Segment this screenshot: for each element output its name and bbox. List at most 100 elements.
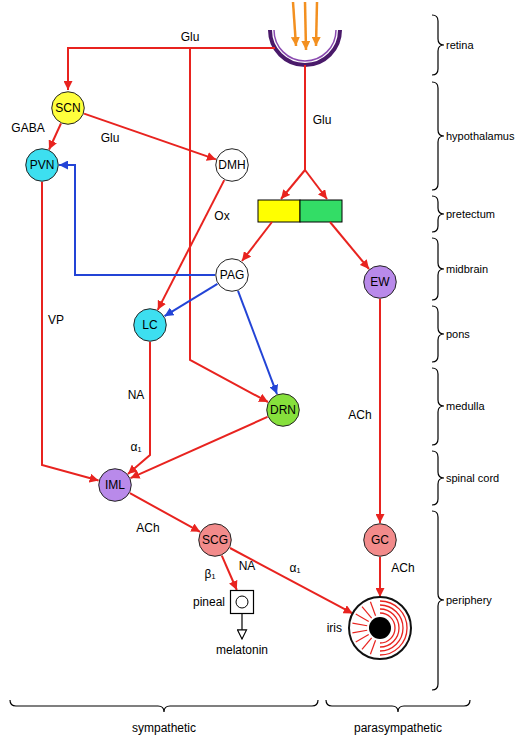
region-label: medulla (446, 399, 485, 413)
brace (432, 306, 444, 362)
pretectum-region (258, 200, 300, 222)
pinealocyte (236, 596, 248, 608)
node-label: LC (133, 308, 167, 342)
node-label: GC (363, 523, 397, 557)
nucleus-node: PVN (25, 148, 59, 182)
connector-group (42, 114, 380, 614)
nucleus-node: PAG (215, 258, 249, 292)
retina-arc (270, 30, 340, 65)
region-label: periphery (446, 593, 492, 607)
nucleus-outline (364, 266, 397, 299)
transmitter-label: Ox (214, 209, 229, 223)
transmitter-label: β₁ (205, 567, 216, 581)
neural-projection (59, 165, 215, 275)
node-label: DRN (266, 393, 300, 427)
retinal-projection (305, 170, 327, 199)
pineal-box (230, 590, 254, 614)
brace (432, 238, 444, 300)
annotation-label: α₁ (131, 440, 142, 454)
brace (432, 15, 444, 75)
dilator-muscle (362, 638, 372, 649)
neural-projection (238, 291, 277, 394)
dilator-muscle (356, 614, 369, 622)
transmitter-label: ACh (348, 408, 371, 422)
nucleus-node: EW (363, 265, 397, 299)
nucleus-outline (267, 394, 300, 427)
brace (10, 700, 318, 712)
retinal-projection (68, 48, 275, 90)
pupil (369, 617, 391, 639)
node-label: SCN (51, 91, 85, 125)
nucleus-outline (364, 524, 397, 557)
transmitter-label: Glu (101, 131, 120, 145)
node-label: IML (98, 468, 132, 502)
region-label: midbrain (446, 262, 488, 276)
neural-projection (158, 180, 224, 310)
neural-projection (42, 182, 99, 481)
annotation-label: NA (239, 559, 256, 573)
nucleus-outline (216, 259, 249, 292)
transmitter-label: ACh (391, 561, 414, 575)
nucleus-outline (199, 524, 232, 557)
neural-projection (230, 548, 353, 613)
annotation-label: melatonin (216, 643, 268, 657)
node-label: SCG (198, 523, 232, 557)
nucleus-outline (216, 149, 249, 182)
neural-projection (49, 123, 61, 149)
neural-projection (84, 114, 216, 160)
retinal-projection (281, 170, 305, 199)
nucleus-node: GC (363, 523, 397, 557)
neural-projection (379, 557, 381, 597)
retina-arc (274, 30, 336, 61)
neural-projection (379, 299, 381, 523)
nucleus-outline (26, 149, 59, 182)
pretectum-region (300, 200, 342, 222)
transmitter-label: α₁ (290, 561, 301, 575)
nucleus-node: DMH (215, 148, 249, 182)
region-label: pretectum (446, 207, 495, 221)
dilator-muscle (362, 607, 372, 618)
neural-projection (165, 284, 218, 316)
region-label: spinal cord (446, 471, 499, 485)
nucleus-outline (134, 309, 167, 342)
neural-projection (131, 417, 268, 478)
node-label: EW (363, 265, 397, 299)
nucleus-node: SCG (198, 523, 232, 557)
annotation-label: Glu (181, 30, 200, 44)
light-ray (305, 2, 306, 50)
node-label: pineal (193, 595, 225, 609)
nucleus-node: IML (98, 468, 132, 502)
annotation-label: parasympathetic (354, 721, 442, 735)
transmitter-label: NA (128, 388, 145, 402)
nucleus-node: DRN (266, 393, 300, 427)
dilator-muscle (356, 635, 369, 643)
node-label: iris (327, 621, 342, 635)
retinal-projection (304, 65, 306, 170)
nucleus-node: SCN (51, 91, 85, 125)
light-ray (316, 2, 317, 46)
neural-projection (128, 342, 150, 474)
iris-outline (349, 597, 411, 659)
annotation-label: Glu (313, 113, 332, 127)
iris-node: iris (347, 595, 413, 661)
nucleus-outline (99, 469, 132, 502)
brace (326, 700, 470, 712)
dilator-muscle (370, 640, 375, 654)
brace (432, 451, 444, 505)
pretectal-projection (330, 222, 369, 269)
region-label: hypothalamus (446, 129, 515, 143)
light-ray (293, 2, 296, 46)
region-label: pons (446, 327, 470, 341)
annotation-label: sympathetic (132, 721, 196, 735)
transmitter-label: ACh (136, 521, 159, 535)
nucleus-outline (52, 92, 85, 125)
brace (432, 511, 444, 690)
dilator-muscle (352, 630, 367, 633)
iris-symbol (347, 595, 413, 661)
pineal-node: pineal (230, 590, 254, 614)
brace (432, 368, 444, 445)
transmitter-label: GABA (11, 121, 44, 135)
